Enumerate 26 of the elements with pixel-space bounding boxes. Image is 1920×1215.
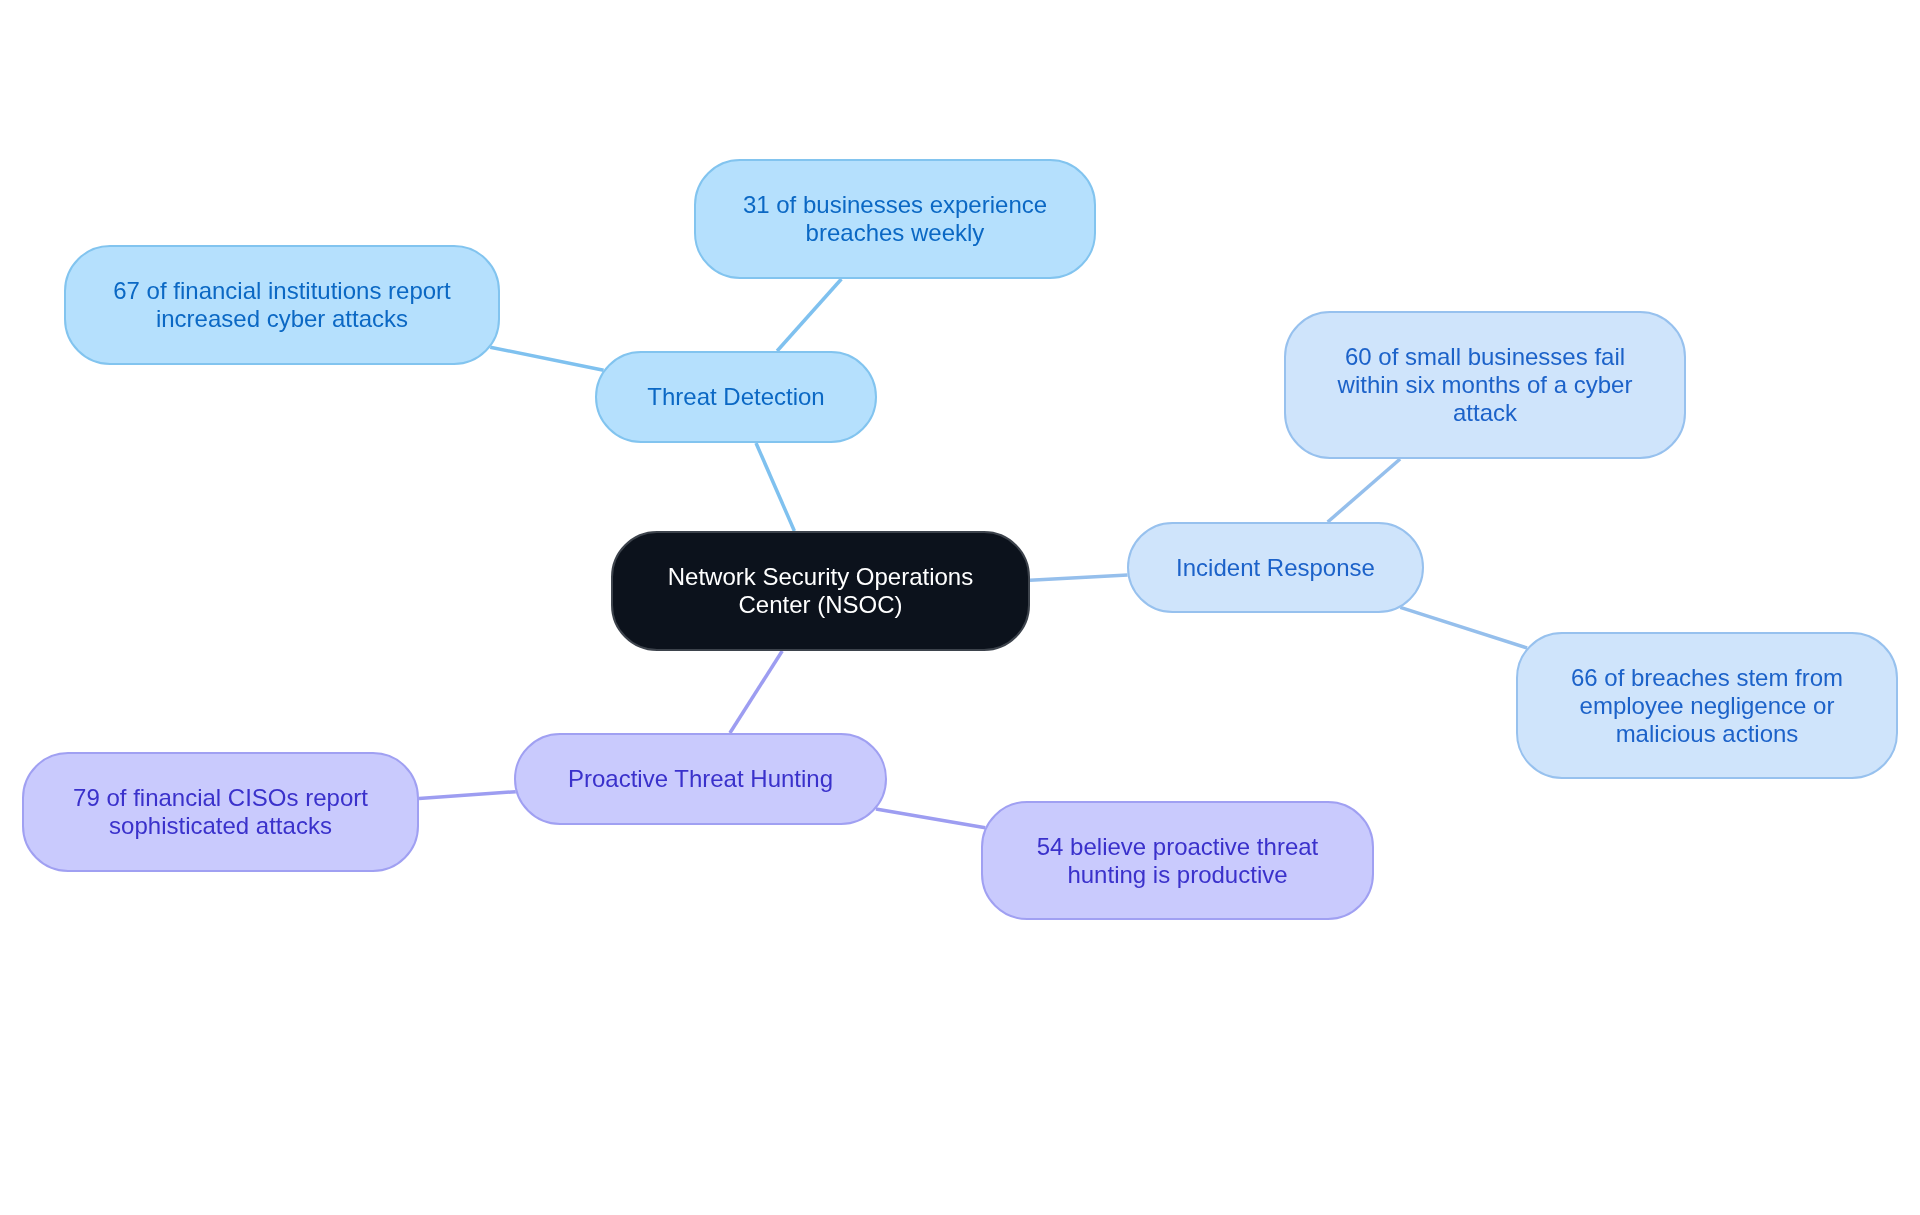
connector-line bbox=[875, 807, 986, 830]
node-label: Incident Response bbox=[1176, 553, 1375, 582]
node-label: Network Security Operations Center (NSOC) bbox=[666, 563, 975, 619]
node-label: 67 of financial institutions report increased cyber attacks bbox=[112, 277, 452, 333]
node-label: 66 of breaches stem from employee negligence or malicious actions bbox=[1569, 663, 1845, 748]
node-label: 79 of financial CISOs report sophisticated attacks bbox=[72, 784, 369, 840]
detail-box bbox=[1516, 632, 1898, 779]
node-label: Proactive Threat Hunting bbox=[568, 765, 833, 793]
detail-box bbox=[981, 801, 1374, 920]
connector-line bbox=[489, 345, 604, 372]
detail-box bbox=[22, 752, 419, 872]
connector-line bbox=[1399, 605, 1528, 650]
detail-box bbox=[64, 245, 500, 365]
node-label: 54 believe proactive threat hunting is productive bbox=[1035, 832, 1320, 889]
connector-line bbox=[728, 650, 784, 734]
detail-box bbox=[694, 159, 1096, 279]
connector-line bbox=[775, 277, 843, 353]
detail-box bbox=[1284, 311, 1686, 459]
node-label: Threat Detection bbox=[647, 383, 825, 411]
node-label: 31 of businesses experience breaches weekly bbox=[741, 191, 1049, 247]
central-topic-box bbox=[611, 531, 1030, 651]
connector-line bbox=[754, 442, 796, 532]
connector-line bbox=[1029, 573, 1128, 582]
node-label: 60 of small businesses fail within six months of a cyber attack bbox=[1336, 343, 1634, 427]
connector-line bbox=[1326, 457, 1402, 524]
connector-line bbox=[418, 789, 516, 801]
